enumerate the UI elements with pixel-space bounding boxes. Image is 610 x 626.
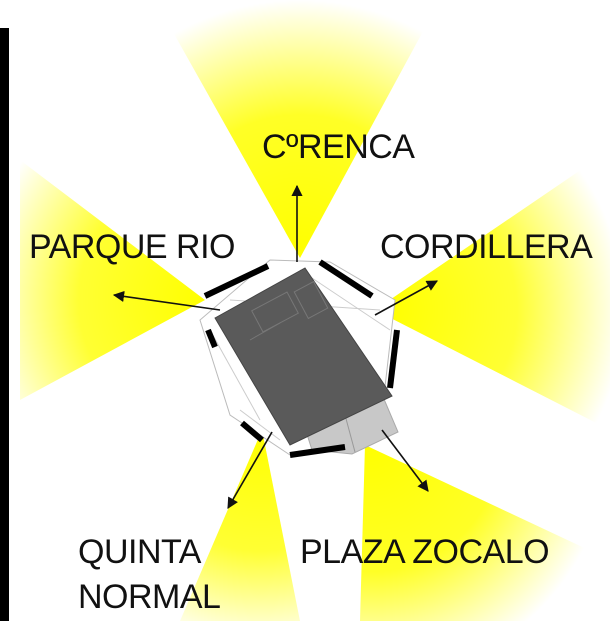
label-parque-rio: PARQUE RIO [29,228,235,266]
label-quinta: QUINTA [78,533,201,571]
arrow-left [112,290,221,311]
light-cone-right [375,150,610,430]
label-plaza-zocalo: PLAZA ZOCALO [300,533,550,571]
building-mass [214,267,393,446]
building-plan [199,259,400,458]
label-corenca: CºRENCA [262,128,415,166]
label-normal: NORMAL [78,578,221,616]
light-cone-left [20,160,205,400]
light-cone-bottom-left [180,430,300,621]
arrow-bottom-left [227,431,273,509]
arrow-bottom-right [381,429,429,492]
left-edge-bar [0,28,9,621]
light-cone-top [155,0,440,258]
view-arrows [112,184,438,509]
label-cordillera: CORDILLERA [380,228,593,266]
arrow-right [374,280,438,316]
